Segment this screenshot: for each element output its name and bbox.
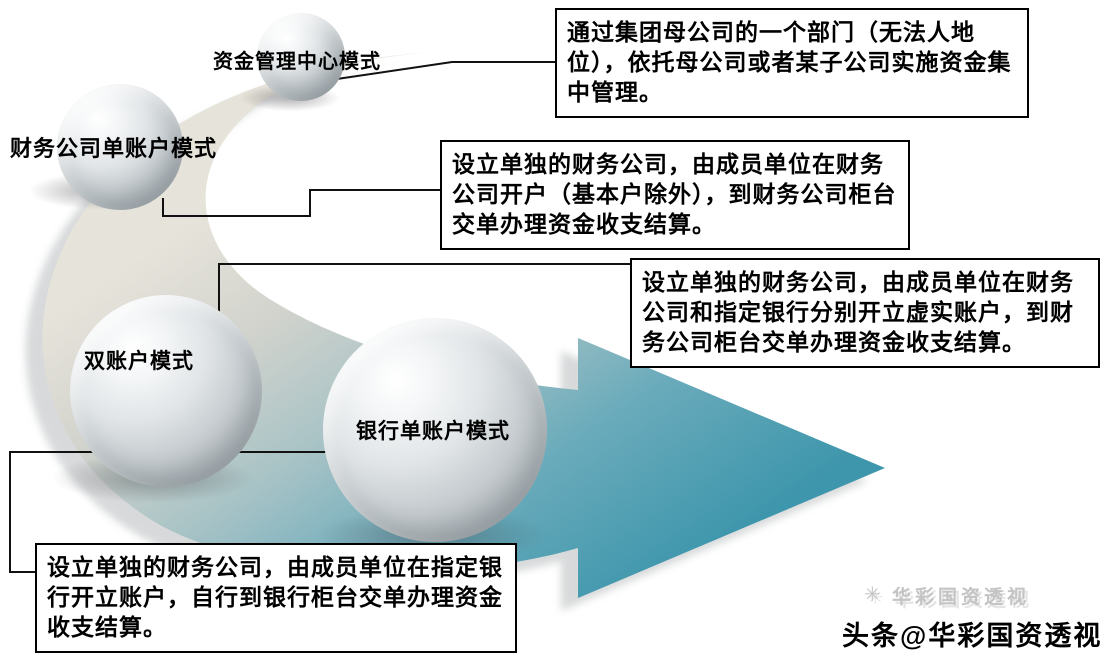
- callout-finance-single: 设立单独的财务公司，由成员单位在财务公司开户（基本户除外），到财务公司柜台交单办…: [440, 140, 910, 250]
- watermark-logo-icon: ✳: [864, 584, 881, 606]
- flow-arrow: [42, 52, 886, 598]
- node-sphere-fund-center: [257, 13, 345, 101]
- callout-fund-center: 通过集团母公司的一个部门（无法人地位），依托母公司或者某子公司实施资金集中管理。: [555, 8, 1029, 118]
- node-sphere-dual-account: [70, 295, 262, 487]
- node-label-finance-single: 财务公司单账户模式: [10, 136, 218, 161]
- callout-dual-account: 设立单独的财务公司，由成员单位在财务公司和指定银行分别开立虚实账户，到财务公司柜…: [630, 258, 1100, 368]
- connector-finance-single: [162, 189, 441, 217]
- connector-fund-center: [329, 61, 556, 81]
- watermark-gray-text: 华彩国资透视: [892, 587, 1031, 608]
- node-label-fund-center: 资金管理中心模式: [213, 51, 381, 73]
- node-sphere-bank-single: [323, 318, 547, 542]
- callout-bank-single: 设立单独的财务公司，由成员单位在指定银行开立账户，自行到银行柜台交单办理资金收支…: [35, 543, 517, 653]
- node-label-dual-account: 双账户模式: [84, 349, 194, 373]
- watermark-toutiao-text: 头条@华彩国资透视: [842, 621, 1103, 651]
- connector-dual-account: [218, 263, 631, 318]
- node-sphere-finance-single: [57, 84, 183, 210]
- node-label-bank-single: 银行单账户模式: [356, 419, 510, 443]
